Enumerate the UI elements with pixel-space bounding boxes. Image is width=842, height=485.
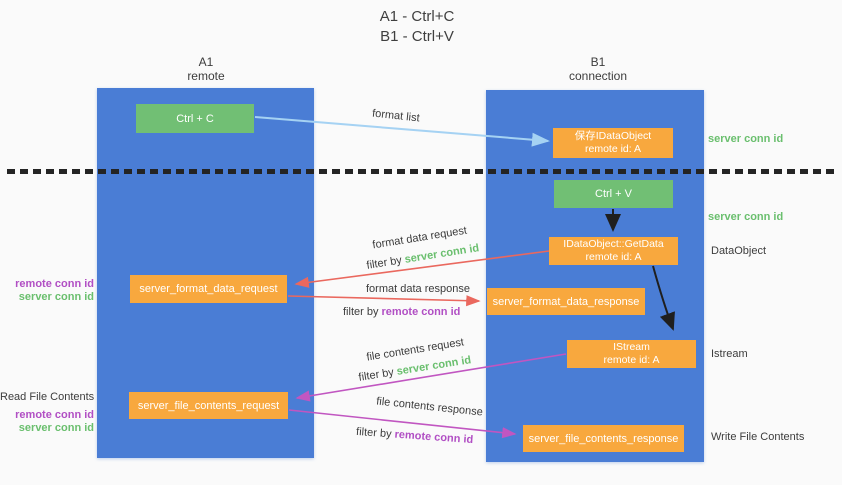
side-label-read-file-contents: Read File Contents: [0, 391, 95, 403]
node-server-file-contents-response: server_file_contents_response: [523, 425, 684, 452]
remote-conn-id-text: remote conn id: [15, 409, 94, 421]
arrow-format-data-response: [287, 295, 481, 307]
server-conn-id-text: server conn id: [403, 242, 480, 266]
node-istream: IStream remote id: A: [567, 340, 696, 368]
node-format-response-label: server_format_data_response: [492, 295, 640, 308]
server-conn-id-text: server conn id: [395, 354, 472, 378]
side-label-dataobject: DataObject: [711, 245, 767, 257]
remote-conn-id-text: remote conn id: [381, 306, 461, 318]
label-file-contents-response: file contents response: [375, 395, 484, 419]
server-conn-id-text: server conn id: [18, 291, 94, 303]
node-idataobject-getdata: IDataObject::GetData remote id: A: [549, 237, 678, 265]
node-getdata-line1: IDataObject::GetData: [563, 238, 664, 250]
node-file-response-label: server_file_contents_response: [528, 432, 679, 445]
side-label-format-conn-ids: remote conn id server conn id: [0, 278, 94, 304]
node-getdata-line2: remote id: A: [585, 251, 642, 263]
column-a1-subtitle: remote: [187, 69, 225, 83]
filter-by-text: filter by: [343, 306, 382, 318]
node-server-format-data-response: server_format_data_response: [487, 288, 645, 315]
node-ctrl-c: Ctrl + C: [136, 104, 254, 133]
column-header-b1: B1 connection: [538, 55, 658, 83]
node-ctrl-c-label: Ctrl + C: [176, 112, 214, 125]
column-b1-subtitle: connection: [568, 69, 628, 83]
column-b1-name: B1: [590, 55, 606, 69]
node-server-format-data-request: server_format_data_request: [130, 275, 287, 303]
remote-conn-id-text: remote conn id: [394, 428, 474, 447]
diagram-title: A1 - Ctrl+C B1 - Ctrl+V: [317, 7, 517, 47]
node-save-idataobject: 保存IDataObject remote id: A: [553, 128, 673, 158]
column-a1-name: A1: [198, 55, 214, 69]
filter-by-text: filter by: [357, 365, 398, 384]
node-file-request-label: server_file_contents_request: [137, 399, 280, 412]
side-label-server-conn-id-save: server conn id: [708, 133, 784, 145]
side-label-server-conn-id-ctrlv: server conn id: [708, 211, 784, 223]
filter-by-text: filter by: [365, 253, 406, 272]
node-ctrl-v-label: Ctrl + V: [595, 188, 632, 200]
node-istream-line2: remote id: A: [603, 354, 660, 366]
label-format-data-response: format data response: [366, 283, 470, 295]
filter-by-text: filter by: [355, 425, 395, 441]
label-filter-file-response: filter by remote conn id: [356, 426, 474, 446]
side-label-file-conn-ids: remote conn id server conn id: [0, 409, 94, 435]
node-save-idataobject-line1: 保存IDataObject: [574, 130, 652, 142]
node-format-request-label: server_format_data_request: [139, 283, 278, 295]
side-label-write-file-contents: Write File Contents: [711, 431, 805, 443]
label-filter-format-response: filter by remote conn id: [343, 306, 460, 318]
node-server-file-contents-request: server_file_contents_request: [129, 392, 288, 419]
side-label-istream: Istream: [711, 348, 748, 360]
node-save-idataobject-line2: remote id: A: [584, 143, 642, 155]
node-ctrl-v: Ctrl + V: [554, 180, 673, 208]
title-line-1: A1 - Ctrl+C: [379, 8, 455, 25]
copy-paste-phase-divider: [7, 169, 836, 174]
label-format-list: format list: [371, 107, 421, 125]
server-conn-id-text: server conn id: [18, 422, 94, 434]
remote-conn-id-text: remote conn id: [15, 278, 94, 290]
column-header-a1: A1 remote: [146, 55, 266, 83]
node-istream-line1: IStream: [613, 341, 650, 353]
title-line-2: B1 - Ctrl+V: [380, 28, 454, 45]
